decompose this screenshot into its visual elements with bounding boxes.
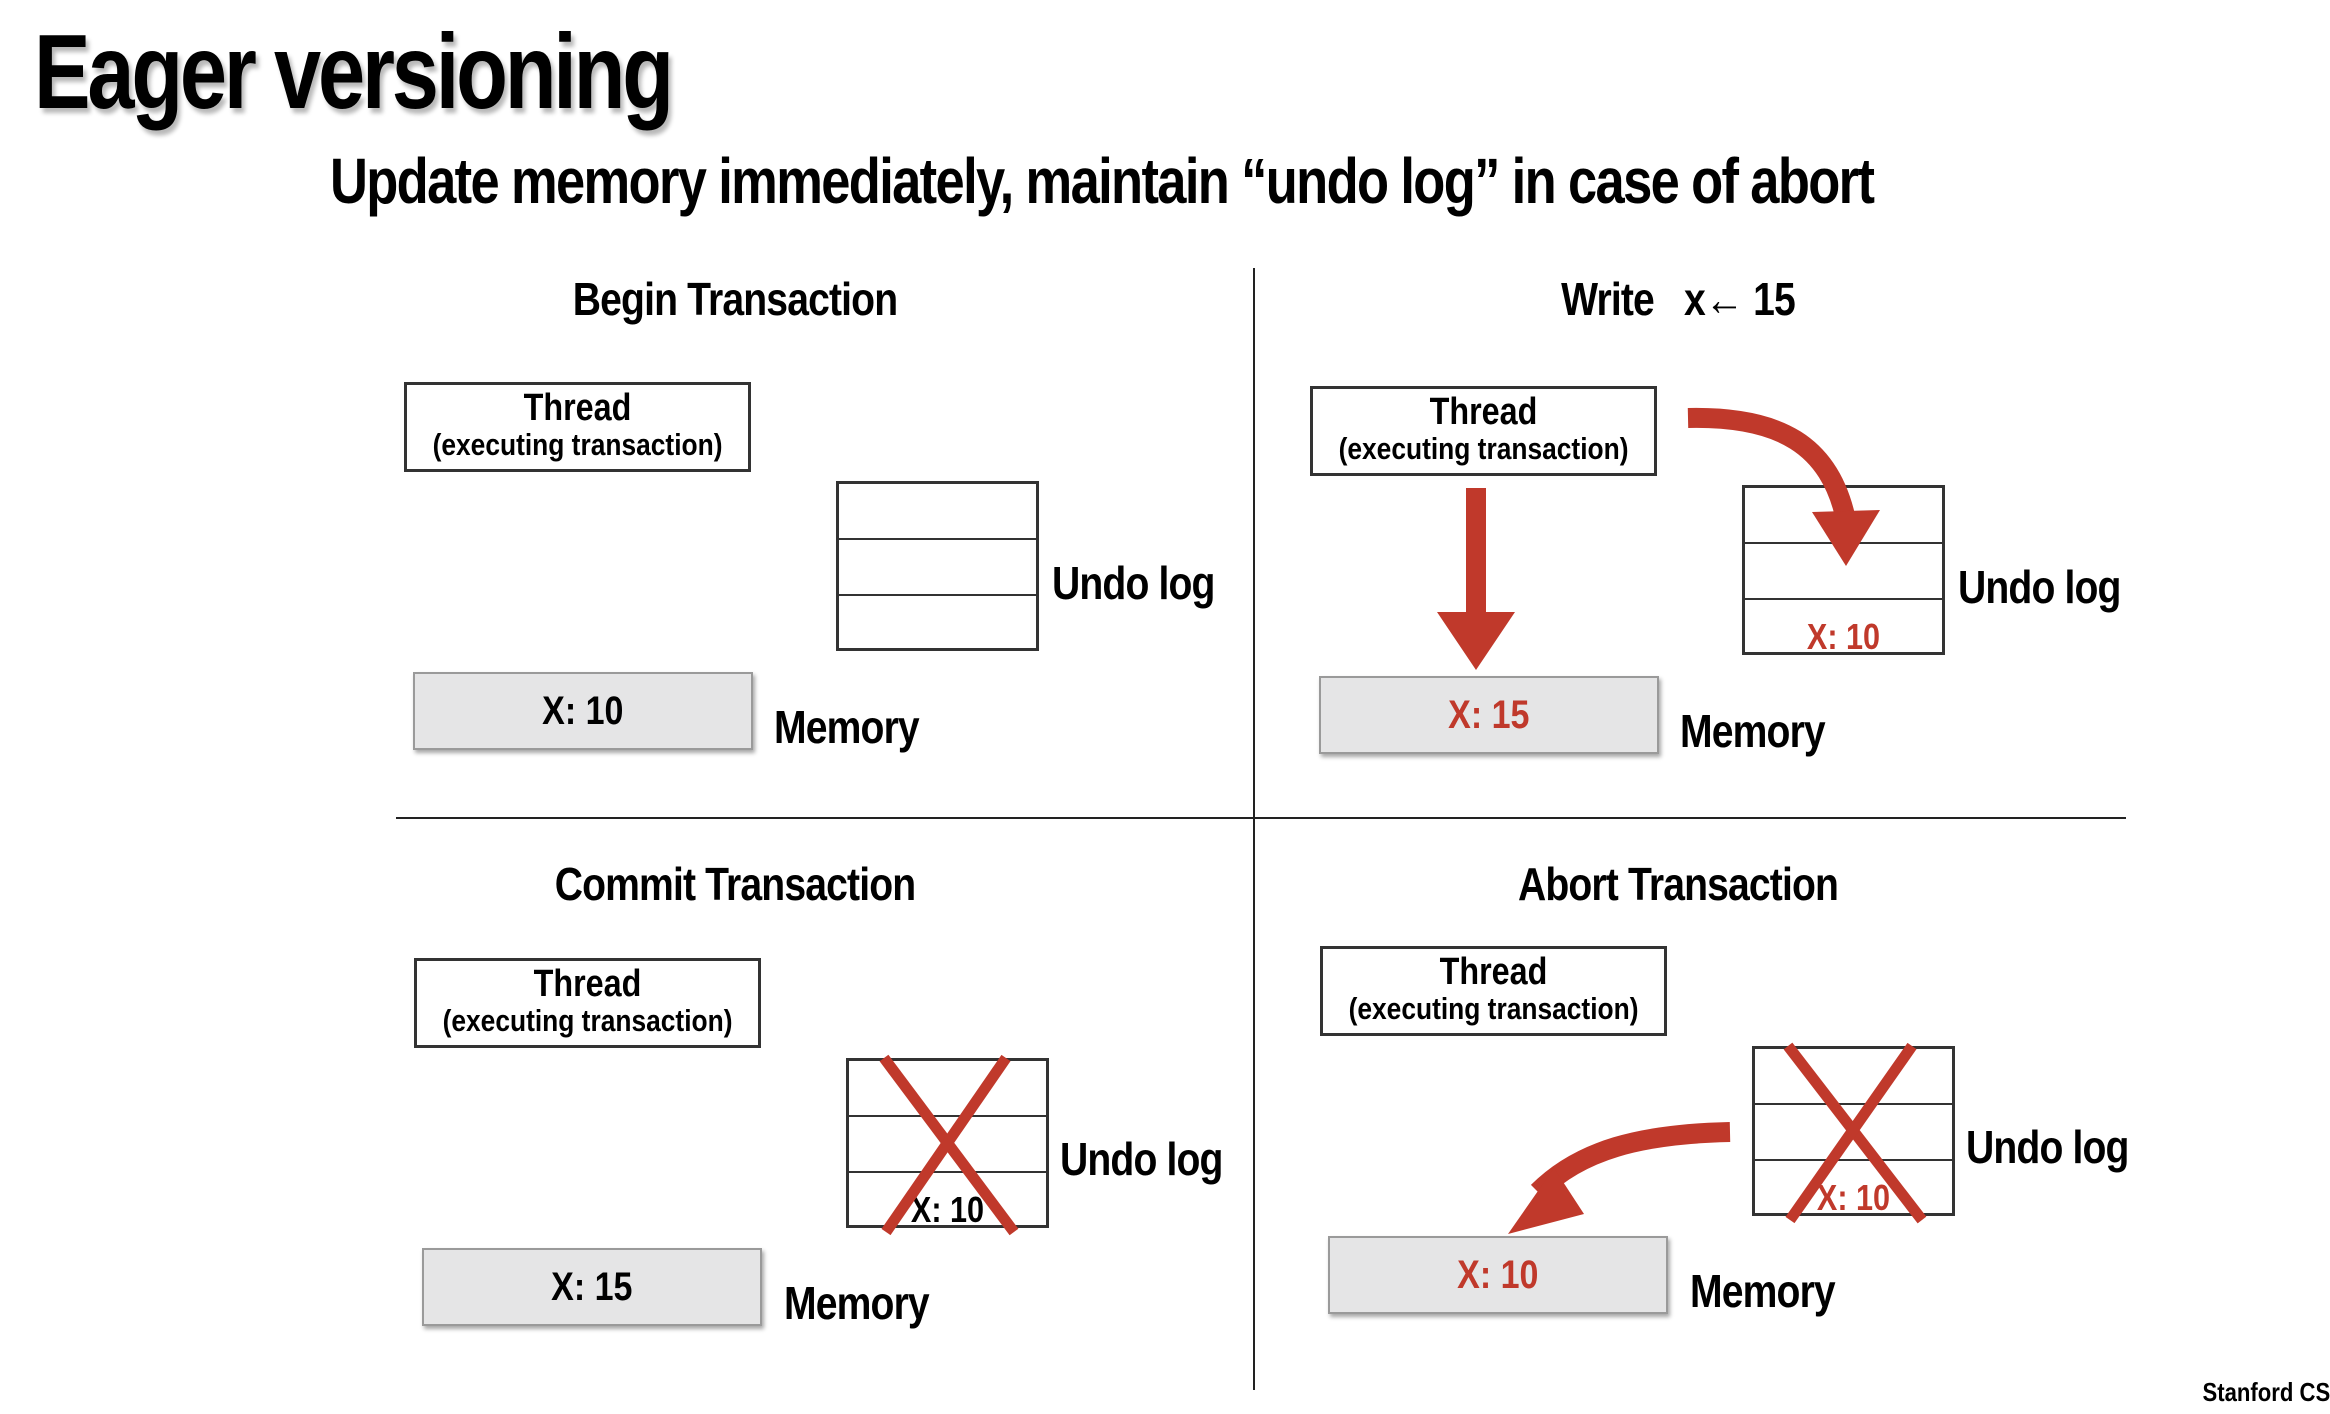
memory-value: X: 15 [551, 1264, 633, 1309]
write-panel-title: Write x← 15 [1561, 272, 1796, 326]
undo-slot [1755, 1105, 1952, 1161]
begin-undo-log [836, 481, 1039, 651]
begin-thread-box: Thread (executing transaction) [404, 382, 751, 472]
undo-slot: X: 10 [849, 1173, 1046, 1230]
undo-slot [849, 1061, 1046, 1117]
horizontal-divider [396, 817, 2126, 819]
thread-subtitle: (executing transaction) [432, 427, 723, 462]
footer-label: Stanford CS [2202, 1377, 2330, 1407]
memory-value: X: 10 [542, 688, 624, 733]
memory-value: X: 15 [1448, 692, 1530, 737]
slide-title: Eager versioning [34, 13, 674, 131]
thread-title: Thread [1439, 951, 1548, 993]
undo-slot [1745, 544, 1942, 600]
thread-title: Thread [533, 963, 642, 1005]
undo-slot [839, 540, 1036, 596]
write-title-word: Write [1561, 273, 1655, 325]
memory-value: X: 10 [1457, 1252, 1539, 1297]
undo-slot [1755, 1049, 1952, 1105]
abort-panel-title: Abort Transaction [1517, 858, 1839, 910]
undo-entry: X: 10 [910, 1189, 985, 1230]
abort-thread-box: Thread (executing transaction) [1320, 946, 1667, 1036]
write-undo-log-label: Undo log [1958, 561, 2121, 613]
commit-undo-cross-icon [879, 1054, 1019, 1236]
undo-slot [839, 484, 1036, 540]
commit-thread-box: Thread (executing transaction) [414, 958, 761, 1048]
write-down-arrow [1437, 488, 1515, 670]
commit-panel-title: Commit Transaction [554, 858, 916, 910]
thread-title: Thread [523, 387, 632, 429]
begin-memory-box: X: 10 [413, 672, 753, 750]
thread-subtitle: (executing transaction) [442, 1003, 733, 1038]
abort-memory-label: Memory [1690, 1265, 1836, 1317]
write-memory-label: Memory [1680, 705, 1826, 757]
commit-memory-box: X: 15 [422, 1248, 762, 1326]
commit-memory-label: Memory [784, 1277, 930, 1329]
thread-subtitle: (executing transaction) [1348, 991, 1639, 1026]
begin-memory-label: Memory [774, 701, 920, 753]
abort-memory-box: X: 10 [1328, 1236, 1668, 1314]
write-memory-box: X: 15 [1319, 676, 1659, 754]
undo-slot: X: 10 [1745, 600, 1942, 657]
commit-undo-log-label: Undo log [1060, 1133, 1223, 1185]
slide-subtitle: Update memory immediately, maintain “und… [330, 145, 1875, 217]
undo-entry: X: 10 [1806, 616, 1881, 657]
begin-panel-title: Begin Transaction [572, 273, 898, 325]
begin-undo-log-label: Undo log [1052, 557, 1215, 609]
vertical-divider [1253, 268, 1255, 1390]
undo-slot: X: 10 [1755, 1161, 1952, 1218]
abort-undo-log-label: Undo log [1966, 1121, 2129, 1173]
undo-slot [849, 1117, 1046, 1173]
undo-entry: X: 10 [1816, 1177, 1891, 1218]
thread-title: Thread [1429, 391, 1538, 433]
write-undo-log: X: 10 [1742, 485, 1945, 657]
abort-restore-arrow [1508, 1122, 1731, 1234]
write-thread-box: Thread (executing transaction) [1310, 386, 1657, 476]
write-title-expr: x← 15 [1683, 273, 1796, 325]
abort-undo-cross-icon [1783, 1042, 1927, 1224]
thread-subtitle: (executing transaction) [1338, 431, 1629, 466]
write-curved-arrow [1687, 407, 1880, 566]
